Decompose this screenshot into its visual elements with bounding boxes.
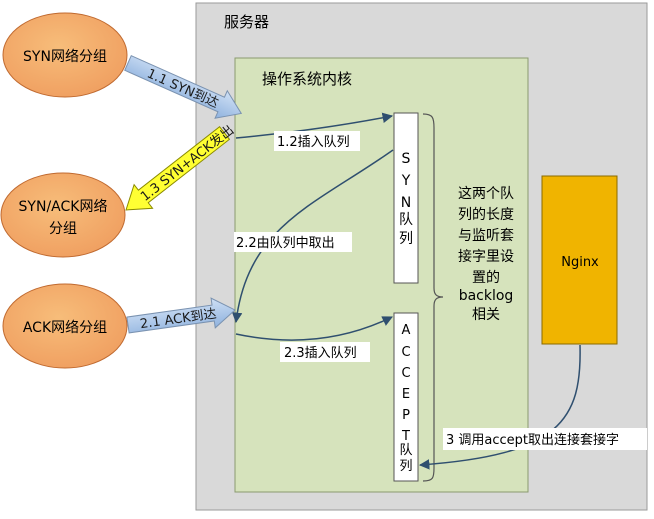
- label-3: 3 调用accept取出连接套接字: [446, 432, 619, 448]
- arrow-1-2: [235, 112, 394, 139]
- arrow-2-2: [231, 149, 394, 324]
- label-bg-2-2: [234, 232, 352, 252]
- note-line: 与监听套: [458, 228, 514, 244]
- note-text: 这两个队 列的长度 与监听套 接字里设 置的 backlog 相关: [458, 185, 514, 323]
- label-bg-2-3: [280, 342, 370, 362]
- accept-queue-text: A C C E P T 队 列: [399, 323, 412, 474]
- accept-queue-char: T: [401, 429, 410, 444]
- note-line: 列的长度: [458, 207, 514, 223]
- synack-packet-oval: [0, 172, 126, 258]
- server-label: 服务器: [224, 13, 269, 31]
- note-line: 相关: [472, 307, 500, 323]
- syn-queue-char: Y: [401, 173, 411, 189]
- accept-queue-char: 列: [399, 459, 412, 474]
- ack-packet-oval: [2, 283, 128, 369]
- accept-queue-char: C: [401, 345, 410, 360]
- accept-queue-char: A: [402, 323, 411, 338]
- label-2-2: 2.2由队列中取出: [236, 236, 335, 251]
- syn-queue: [393, 112, 419, 284]
- syn-queue-char: 列: [399, 231, 413, 247]
- syn-queue-text: S Y N 队 列: [399, 151, 413, 247]
- arrow-2-3: [235, 316, 393, 341]
- syn-packet-oval: [2, 12, 128, 98]
- syn-queue-char: N: [401, 195, 411, 211]
- nginx-label: Nginx: [561, 255, 599, 270]
- note-line: 接字里设: [458, 248, 514, 265]
- note-line: 置的: [472, 270, 500, 286]
- syn-queue-char: 队: [399, 212, 413, 228]
- label-2-3: 2.3插入队列: [284, 346, 357, 361]
- kernel-label: 操作系统内核: [262, 70, 352, 88]
- kernel-box: [234, 57, 529, 493]
- synack-packet-line2: 分组: [49, 221, 77, 237]
- label-bg-1-2: [274, 131, 360, 151]
- syn-queue-char: S: [402, 151, 411, 167]
- note-line: 这两个队: [458, 185, 514, 202]
- accept-queue-char: P: [402, 408, 410, 423]
- note-line: backlog: [459, 288, 514, 304]
- syn-packet-label: SYN网络分组: [23, 49, 107, 65]
- accept-queue-char: C: [401, 366, 410, 381]
- synack-packet-line1: SYN/ACK网络: [19, 199, 108, 215]
- label-bg-3: [443, 428, 647, 450]
- label-1-2: 1.2插入队列: [277, 135, 350, 150]
- ack-packet-label: ACK网络分组: [23, 320, 107, 336]
- note-brace: [422, 113, 444, 482]
- accept-queue: [393, 312, 419, 482]
- nginx-box: [541, 175, 618, 345]
- accept-queue-char: E: [402, 387, 410, 402]
- accept-queue-char: 队: [399, 443, 412, 458]
